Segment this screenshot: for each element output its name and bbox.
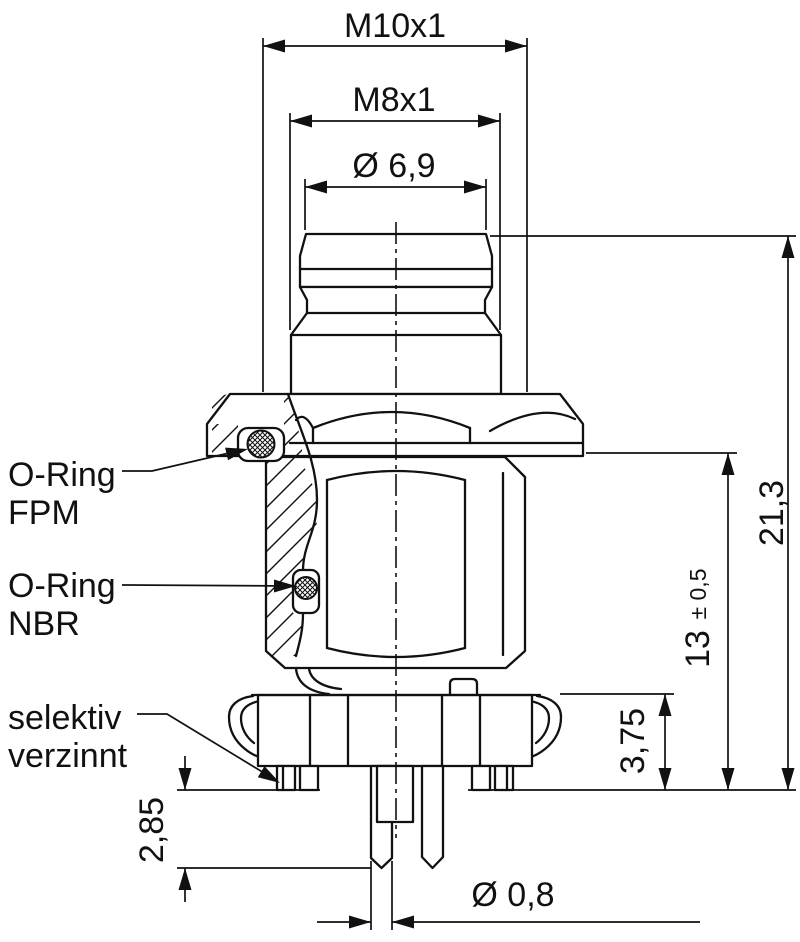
component-pins (369, 764, 445, 870)
section-break-curve-upper (286, 392, 319, 573)
dim-m10x1: M10x1 (262, 7, 528, 392)
dim-dia-0-8-arrow-right (392, 915, 414, 929)
dim-m10x1-arrow-right (505, 39, 527, 53)
dim-3-75-text: 3,75 (614, 708, 652, 774)
label-selektiv-verzinnt: selektiv verzinnt (8, 699, 280, 783)
foot-right-outer (493, 764, 515, 792)
tin-leader-line (137, 713, 275, 780)
dim-2-85-arrow-top (178, 768, 192, 790)
label-oring-nbr: O-Ring NBR (8, 567, 296, 643)
dim-m8x1-arrow-left (290, 114, 312, 128)
dim-21-3-text: 21,3 (753, 480, 791, 546)
collar-hex-dome-arc (311, 410, 472, 430)
dim-m8x1: M8x1 (289, 81, 501, 330)
dim-2-85-arrow-bottom (178, 868, 192, 890)
dim-13-arrow-top (721, 453, 735, 475)
foot-left-inner (298, 764, 320, 792)
dim-dia-6-9-arrow-left (305, 180, 327, 194)
oring-fpm-text-line1: O-Ring (8, 456, 116, 494)
dim-m10x1-extension-lines (262, 38, 528, 392)
transition-tab-right (448, 677, 479, 697)
center-sleeve (375, 764, 415, 824)
tin-leader-arrow (257, 766, 280, 783)
dim-dia-0-8-text: Ø 0,8 (471, 876, 554, 914)
dim-m8x1-extension-lines (289, 113, 501, 330)
dim-dia-6-9: Ø 6,9 (304, 147, 487, 230)
foot-right-inner (470, 764, 492, 792)
oring-nbr-text-line1: O-Ring (8, 567, 116, 605)
collar-hex-corner-arc-right (488, 411, 577, 433)
label-oring-fpm: O-Ring FPM (8, 447, 248, 532)
oring-nbr-text-line2: NBR (8, 605, 80, 643)
clip-left-inner (239, 699, 262, 745)
dim-m10x1-text: M10x1 (344, 7, 446, 45)
component-transition (294, 666, 479, 697)
flange-segment-lines (308, 693, 482, 768)
dim-13-tolerance-text: ± 0,5 (685, 569, 711, 620)
dim-3-75-arrow-top (658, 694, 672, 716)
component-collar-hex-flange (205, 392, 585, 458)
dim-3-75: 3,75 (560, 693, 674, 790)
dim-dia-0-8: Ø 0,8 (317, 861, 700, 930)
hex-dome-top-arc (325, 469, 467, 482)
dim-21-3: 21,3 (490, 235, 796, 790)
oring-nbr-section (294, 576, 318, 600)
dim-2-85-text: 2,85 (133, 797, 171, 863)
clip-right-inner (528, 699, 551, 745)
oring-fpm-section (246, 429, 276, 459)
clip-right-outer (528, 694, 563, 759)
dim-dia-0-8-arrow-left (349, 915, 371, 929)
clip-left-outer (227, 694, 262, 759)
dim-m8x1-arrow-right (478, 114, 500, 128)
dim-dia-6-9-arrow-right (464, 180, 486, 194)
component-base-flange (227, 693, 563, 792)
dim-m10x1-arrow-left (263, 39, 285, 53)
dim-13: 13 ± 0,5 (586, 452, 737, 790)
dim-21-3-arrow-bottom (781, 768, 795, 790)
oring-fpm-leader-arrow (225, 447, 248, 461)
transition-hook-outer (294, 666, 331, 696)
oring-nbr-leader-arrow (274, 579, 296, 593)
tin-text-line2: verzinnt (8, 737, 128, 775)
dim-m8x1-text: M8x1 (352, 81, 435, 119)
collar-outline (205, 392, 585, 458)
dim-2-85: 2,85 (133, 756, 371, 902)
dim-dia-6-9-text: Ø 6,9 (352, 147, 435, 185)
dim-dia-0-8-extension-lines (370, 861, 393, 930)
tin-text-line1: selektiv (8, 699, 121, 737)
foot-left-outer (275, 764, 297, 792)
oring-fpm-text-line2: FPM (8, 494, 80, 532)
dim-13-arrow-bottom (721, 768, 735, 790)
pin-rear-outline (420, 764, 445, 870)
section-break-curve-lower (294, 611, 305, 658)
flange-body (256, 693, 534, 768)
dim-3-75-arrow-bottom (658, 768, 672, 790)
oring-nbr-leader-line (121, 584, 292, 587)
transition-hook-inner (307, 666, 343, 691)
dim-13-text: 13 (679, 630, 717, 668)
oring-fpm-leader-line (122, 449, 243, 472)
dim-21-3-arrow-top (781, 236, 795, 258)
